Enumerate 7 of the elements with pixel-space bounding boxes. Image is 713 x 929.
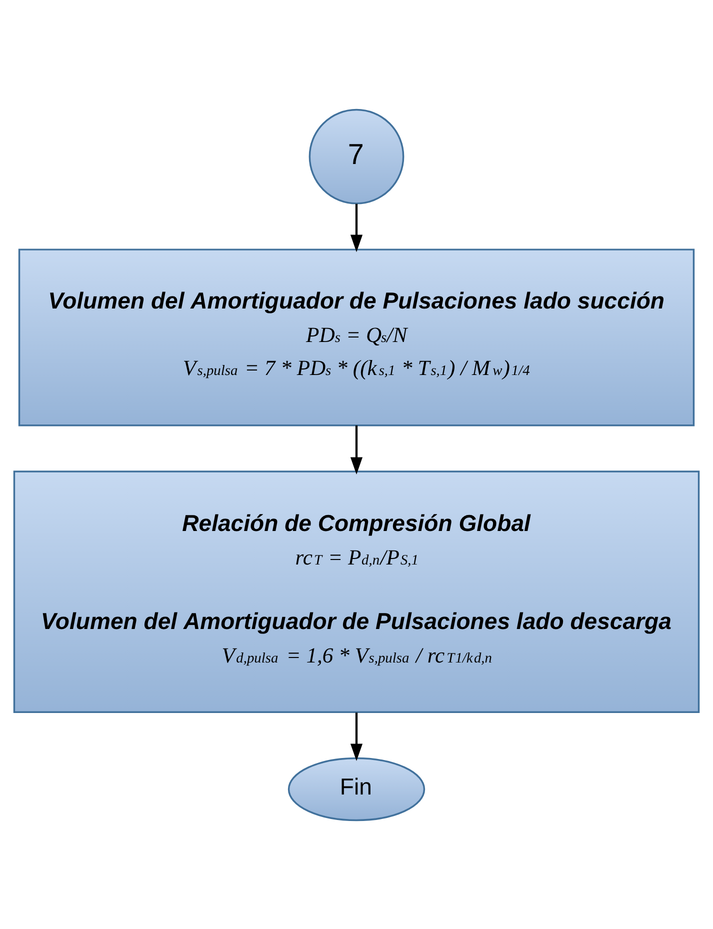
arrow — [350, 203, 363, 252]
node-ellipse: Fin — [288, 756, 426, 821]
node-circle: 7 — [308, 108, 404, 204]
arrow — [350, 712, 363, 761]
arrow — [350, 424, 363, 474]
node-box: Relación de Compresión Global rcT = Pd,n/PS,1 Volumen del Amortiguador de Pulsaciones lado descarga Vd,pulsa = 1,6 * Vs,pulsa / rcT1/kd,n — [13, 470, 700, 713]
node-box: Volumen del Amortiguador de Pulsaciones lado succión PDs = Qs/N Vs,pulsa = 7 * PDs * ((ks,1 * Ts,1) / Mw)1/4 — [18, 248, 695, 426]
